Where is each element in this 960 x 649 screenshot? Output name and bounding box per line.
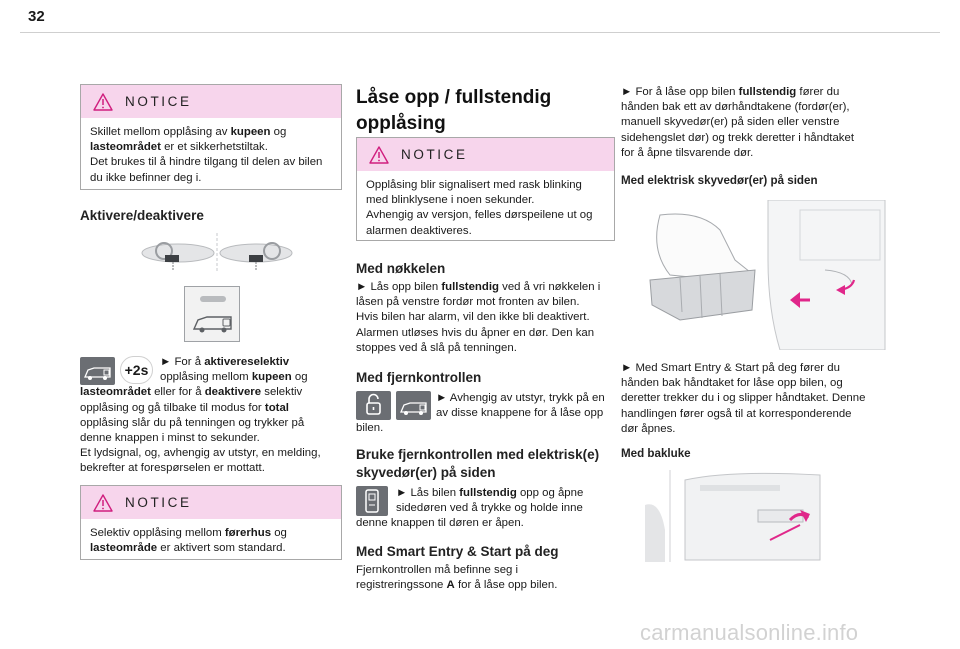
key-paragraph: ► Lås opp bilen fullstendig ved å vri nø… — [356, 281, 601, 354]
notice-text: Opplåsing blir signalisert med rask blin… — [366, 179, 593, 237]
van-lock-icon — [192, 296, 232, 333]
heading-smart-entry: Med Smart Entry & Start på deg — [356, 544, 559, 559]
heading-electric-doors: Bruke fjernkontrollen med elektrisk(e)sk… — [356, 447, 600, 480]
notice-header: NOTICE — [81, 85, 341, 118]
notice-title: NOTICE — [401, 147, 468, 162]
page-number: 32 — [28, 8, 45, 25]
padlock-open-icon — [366, 393, 381, 415]
sliding-door-icon — [365, 489, 379, 513]
tailgate-illustration — [640, 470, 840, 562]
heading-tailgate: Med bakluke — [621, 447, 691, 460]
hold-2s-badge: +2s — [120, 356, 153, 384]
heading-key: Med nøkkelen — [356, 261, 446, 276]
electric-door-paragraph: ► Lås bilen fullstendig opp og åpne side… — [356, 487, 584, 530]
van-icon — [84, 367, 111, 380]
door-handle-illustration — [649, 200, 886, 350]
dashboard-illustration — [141, 233, 293, 273]
door-handle-paragraph: ► For å låse opp bilen fullstendig fører… — [621, 86, 855, 159]
notice-text: Selektiv opplåsing mellom førerhus og la… — [90, 527, 287, 555]
van-icon — [400, 402, 427, 415]
notice-box-2: NOTICE Selektiv opplåsing mellom førerhu… — [80, 485, 342, 560]
notice-header: NOTICE — [357, 138, 614, 171]
notice-title: NOTICE — [125, 495, 192, 510]
notice-box-1: NOTICE Skillet mellom opplåsing av kupee… — [80, 84, 342, 190]
notice-box-3: NOTICE Opplåsing blir signalisert med ra… — [356, 137, 615, 241]
heading-remote: Med fjernkontrollen — [356, 370, 482, 385]
sliding-door-button-icon — [356, 486, 388, 516]
warning-icon — [369, 145, 389, 164]
heading-activate: Aktivere/deaktivere — [80, 208, 204, 223]
warning-icon — [93, 92, 113, 111]
selective-unlock-panel — [184, 286, 240, 342]
watermark: carmanualsonline.info — [640, 620, 859, 645]
top-divider — [20, 32, 940, 33]
notice-header: NOTICE — [81, 486, 341, 519]
activate-paragraph: ► For å aktivereselektiv opplåsing mello… — [80, 356, 321, 475]
notice-title: NOTICE — [125, 94, 192, 109]
heading-electric-sliding: Med elektrisk skyvedør(er) på siden — [621, 174, 818, 187]
remote-paragraph: ► Avhengig av utstyr, trykk på en av dis… — [356, 392, 605, 435]
warning-icon — [93, 493, 113, 512]
unlock-button-icon — [356, 391, 391, 420]
smart-entry-paragraph: Fjernkontrollen må befinne seg i registr… — [356, 564, 558, 592]
notice-text: Skillet mellom opplåsing av kupeen og la… — [90, 126, 323, 184]
selective-unlock-button-icon — [80, 357, 115, 385]
van-unlock-button-icon — [396, 391, 431, 420]
smart-entry-paragraph-right: ► Med Smart Entry & Start på deg fører d… — [621, 362, 866, 435]
